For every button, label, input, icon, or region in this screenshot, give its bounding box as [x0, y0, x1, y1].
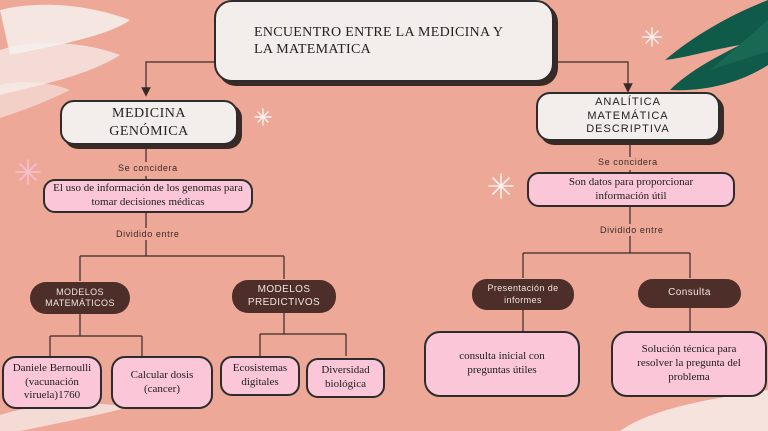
leaf-text: Diversidad biológica	[321, 364, 370, 390]
branch-consulta: Consulta	[638, 279, 741, 308]
leaf-text: Calcular dosis (cancer)	[130, 368, 194, 395]
leaf-text: consulta inicial con preguntas útiles	[459, 350, 545, 376]
branch-label: Consulta	[668, 287, 711, 299]
link-label-se-concidera: Se concidera	[118, 163, 178, 173]
leaf-solucion-tecnica: Solución técnica para resolver la pregun…	[611, 331, 767, 397]
white-brush-stroke-decoration	[0, 4, 130, 118]
branch-modelos-matematicos: MODELOS MATEMÁTICOS	[30, 282, 130, 314]
leaf-text: Solución técnica para resolver la pregun…	[637, 343, 741, 383]
white-brush-stroke-bottom-left-decoration	[0, 403, 130, 431]
branch-presentacion-de-informes: Presentación de informes	[472, 279, 574, 310]
category-label: ANALÍTICA MATEMÁTICA DESCRIPTIVA	[586, 95, 670, 136]
leaf-text: Ecosistemas digitales	[232, 362, 288, 388]
category-label: MEDICINA GENÓMICA	[109, 106, 189, 139]
branch-modelos-predictivos: MODELOS PREDICTIVOS	[232, 280, 336, 313]
definition-box: El uso de información de los genomas par…	[43, 179, 253, 213]
branch-label: Presentación de informes	[487, 283, 559, 305]
leaf-diversidad-biologica: Diversidad biológica	[306, 358, 385, 398]
category-medicina-genomica: MEDICINA GENÓMICA	[60, 100, 238, 145]
branch-label: MODELOS MATEMÁTICOS	[45, 286, 115, 308]
leaf-daniele-bernoulli: Daniele Bernoulli (vacunación viruela)17…	[2, 356, 102, 409]
leaf-consulta-inicial: consulta inicial con preguntas útiles	[424, 331, 580, 397]
sparkle-icon	[254, 108, 272, 126]
sparkle-icon	[15, 159, 41, 185]
leaf-calcular-dosis: Calcular dosis (cancer)	[111, 356, 213, 409]
white-brush-stroke-bottom-decoration	[620, 390, 768, 431]
title-text: ENCUENTRO ENTRE LA MEDICINA Y LA MATEMAT…	[254, 24, 503, 58]
title-box: ENCUENTRO ENTRE LA MEDICINA Y LA MATEMAT…	[214, 0, 554, 82]
link-label-se-concidera: Se concidera	[598, 157, 658, 167]
leaf-ecosistemas-digitales: Ecosistemas digitales	[220, 356, 300, 396]
link-label-dividido-entre: Dividido entre	[116, 229, 180, 239]
definition-text: El uso de información de los genomas par…	[53, 182, 243, 208]
sparkle-icon	[642, 27, 662, 47]
definition-box: Son datos para proporcionar información …	[527, 172, 735, 207]
leaf-text: Daniele Bernoulli (vacunación viruela)17…	[12, 361, 92, 402]
definition-text: Son datos para proporcionar información …	[568, 175, 694, 202]
sparkle-icon	[488, 173, 514, 199]
category-analitica-matematica-descriptiva: ANALÍTICA MATEMÁTICA DESCRIPTIVA	[536, 92, 720, 141]
green-brush-stroke-decoration	[665, 0, 768, 91]
branch-label: MODELOS PREDICTIVOS	[247, 284, 321, 308]
link-label-dividido-entre: Dividido entre	[600, 225, 664, 235]
